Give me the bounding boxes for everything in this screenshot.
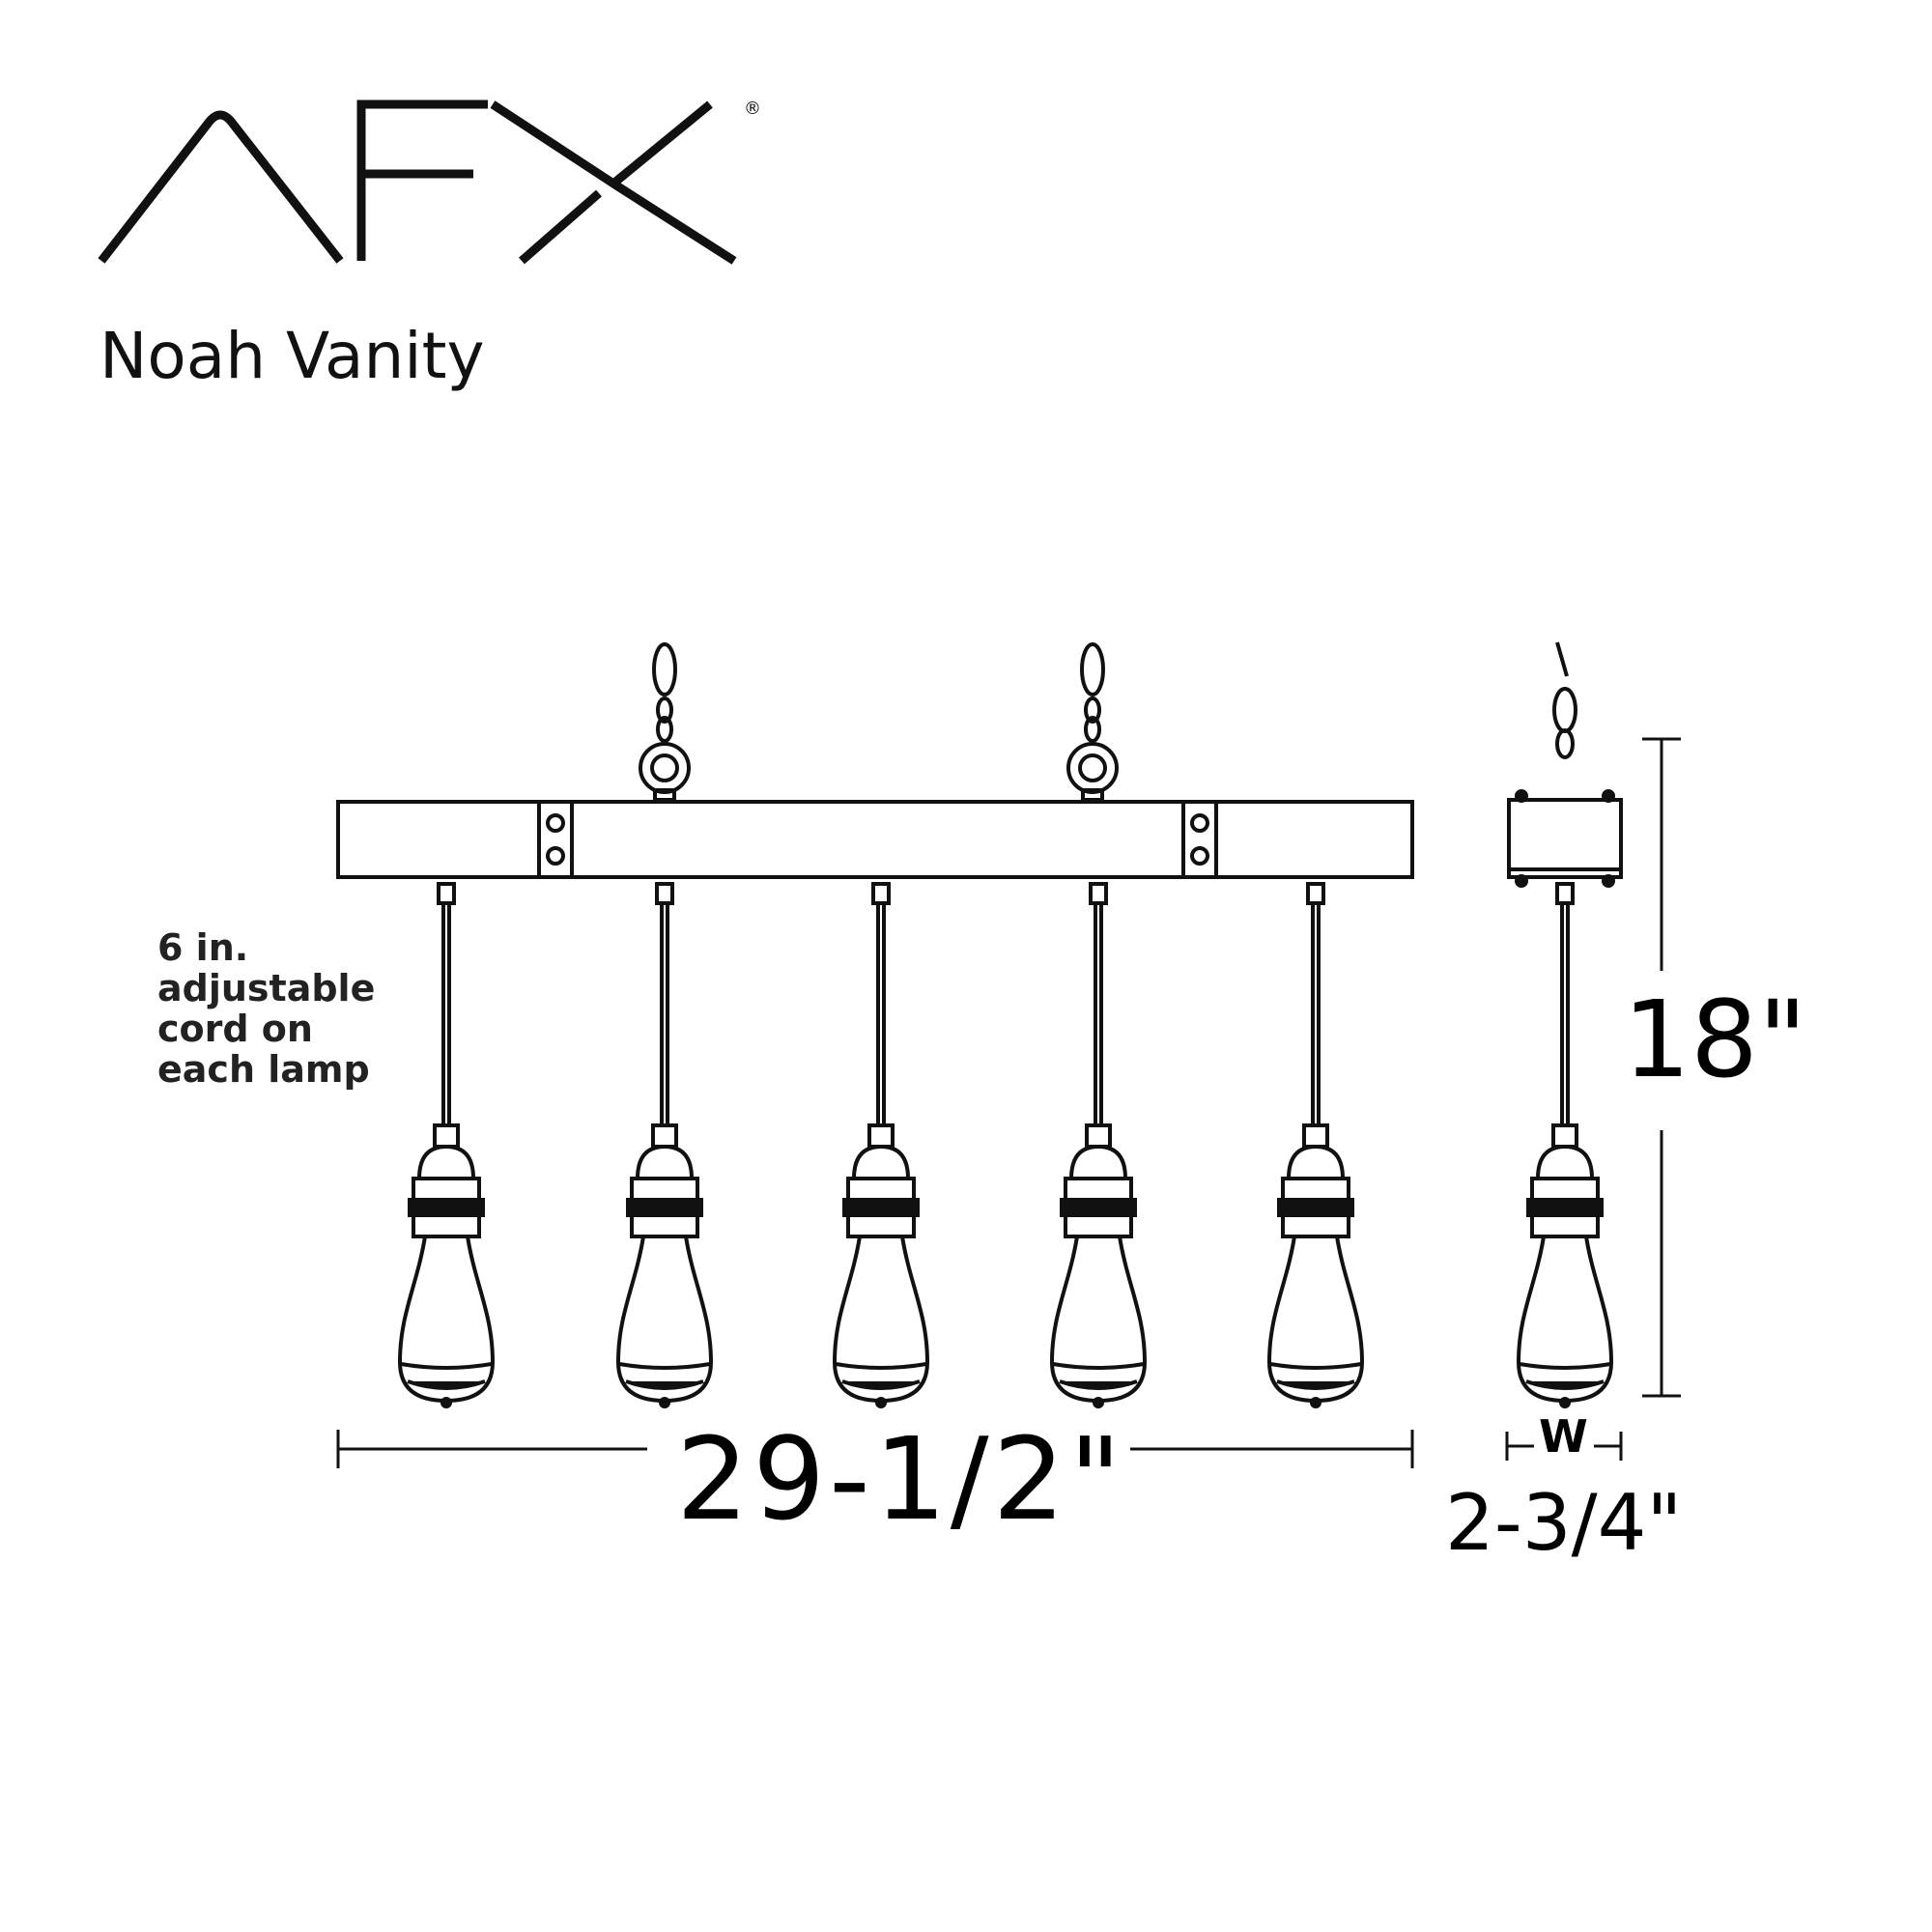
beam — [336, 800, 1414, 879]
pendant-lamps — [397, 882, 1614, 1408]
height-dimension: 18" — [1623, 978, 1807, 1101]
pendant-lamp — [1516, 882, 1614, 1408]
height-dimension-line — [1642, 737, 1681, 1398]
logo-letter-a — [98, 110, 344, 264]
hanging-chain-right — [1066, 642, 1119, 802]
side-view — [1507, 641, 1623, 888]
cord-note-line: 6 in. — [157, 926, 249, 969]
logo-letter-x — [490, 100, 737, 265]
depth-dimension: 2-3/4" — [1445, 1478, 1683, 1568]
beam-bracket-left — [537, 800, 574, 879]
product-name: Noah Vanity — [99, 319, 485, 393]
dimension-lines — [336, 737, 1681, 1468]
depth-dimension-line — [1505, 1432, 1623, 1461]
cord-note-line: cord on — [157, 1008, 313, 1050]
front-view — [336, 642, 1414, 879]
cord-adjustment-note: 6 in. adjustable cord on each lamp — [157, 927, 447, 1090]
length-dimension-line — [336, 1430, 1414, 1468]
beam-bracket-right — [1181, 800, 1218, 879]
cord-note-line: adjustable — [157, 967, 376, 1009]
pendant-lamp — [1266, 882, 1365, 1408]
afx-logo — [98, 99, 737, 265]
cord-note-line: each lamp — [157, 1048, 370, 1091]
pendant-lamp — [1049, 882, 1148, 1408]
pendant-lamp — [832, 882, 930, 1408]
pendant-lamp — [615, 882, 714, 1408]
length-dimension: 29-1/2" — [676, 1412, 1125, 1546]
hanging-chain-left — [639, 642, 691, 802]
side-canopy — [1507, 798, 1623, 879]
logo-letter-f — [356, 99, 488, 261]
pendant-lamp — [397, 882, 496, 1408]
depth-label: W — [1539, 1410, 1588, 1463]
registered-mark: ® — [744, 99, 761, 119]
